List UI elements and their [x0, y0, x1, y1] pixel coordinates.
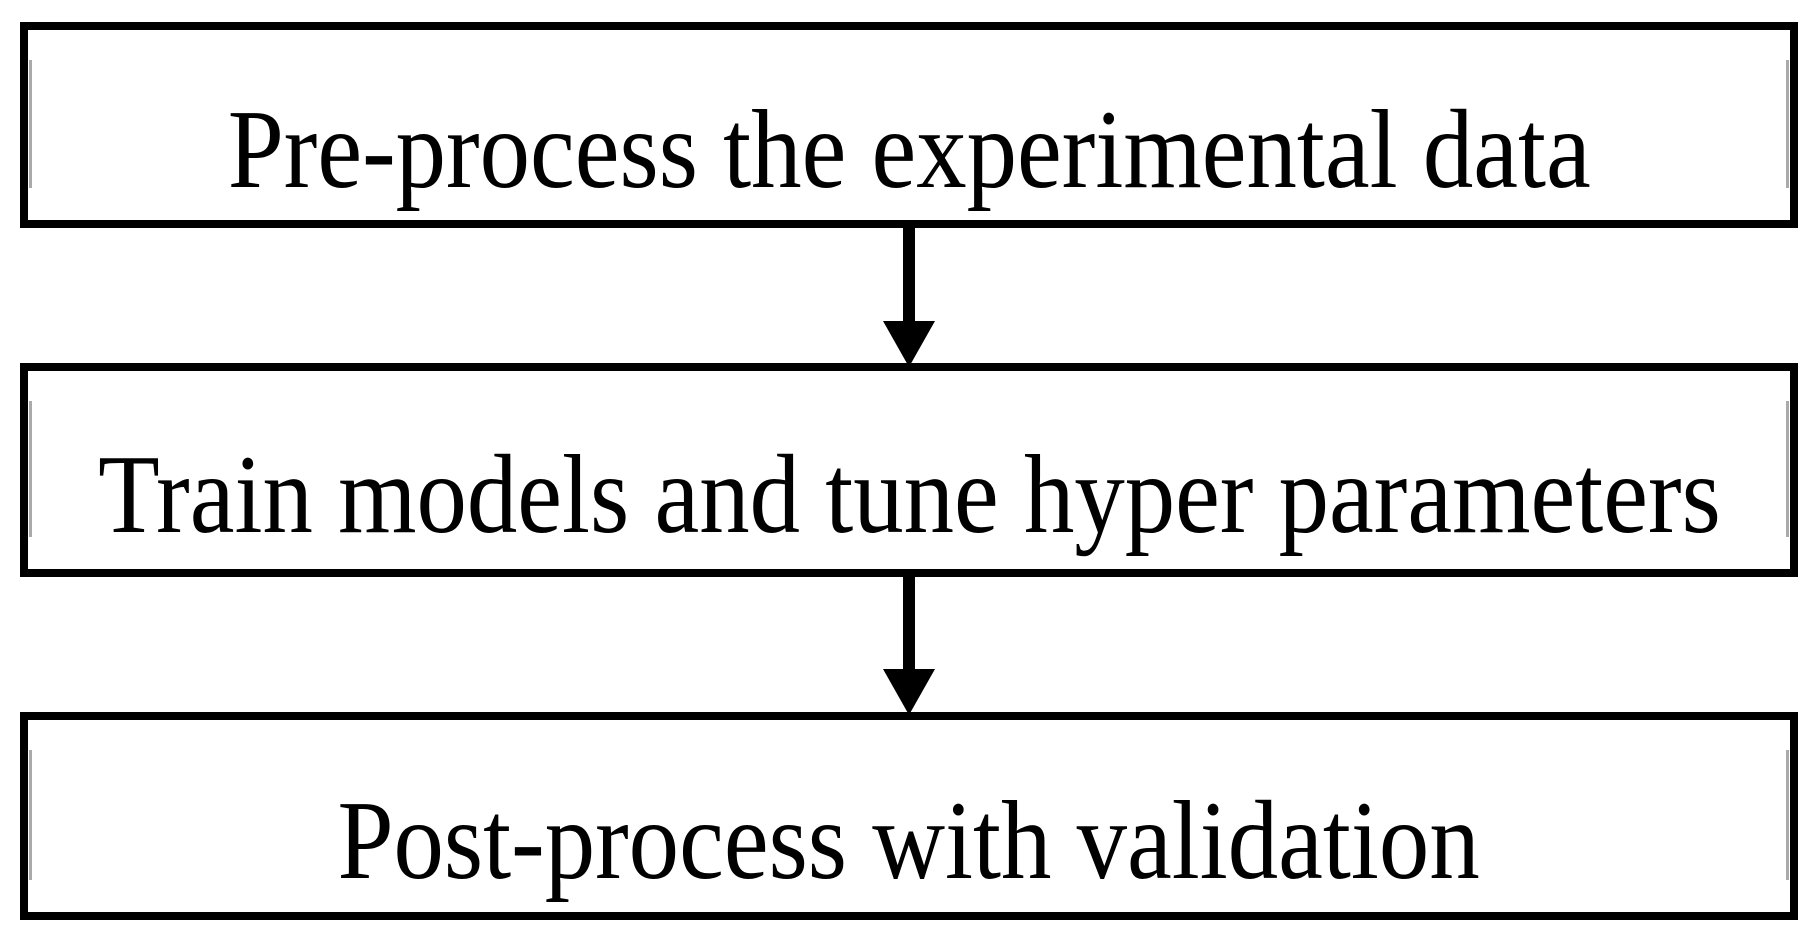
- box-inner-artifact-line: [1786, 60, 1789, 188]
- flow-step-postprocess: Post-process with validation: [20, 712, 1798, 920]
- arrow-shaft: [903, 577, 915, 671]
- box-inner-artifact-line: [29, 60, 32, 188]
- box-inner-artifact-line: [1786, 750, 1789, 880]
- flow-step-preprocess: Pre-process the experimental data: [20, 22, 1798, 228]
- box-inner-artifact-line: [29, 750, 32, 880]
- arrow-down-icon: [883, 321, 935, 367]
- flow-step-preprocess-label: Pre-process the experimental data: [227, 88, 1591, 212]
- box-inner-artifact-line: [1786, 401, 1789, 537]
- box-inner-artifact-line: [29, 401, 32, 537]
- arrow-shaft: [903, 228, 915, 323]
- flow-step-train-label: Train models and tune hyper parameters: [97, 433, 1721, 557]
- arrow-down-icon: [883, 669, 935, 715]
- flow-step-postprocess-label: Post-process with validation: [337, 779, 1481, 903]
- flow-step-train: Train models and tune hyper parameters: [20, 363, 1798, 577]
